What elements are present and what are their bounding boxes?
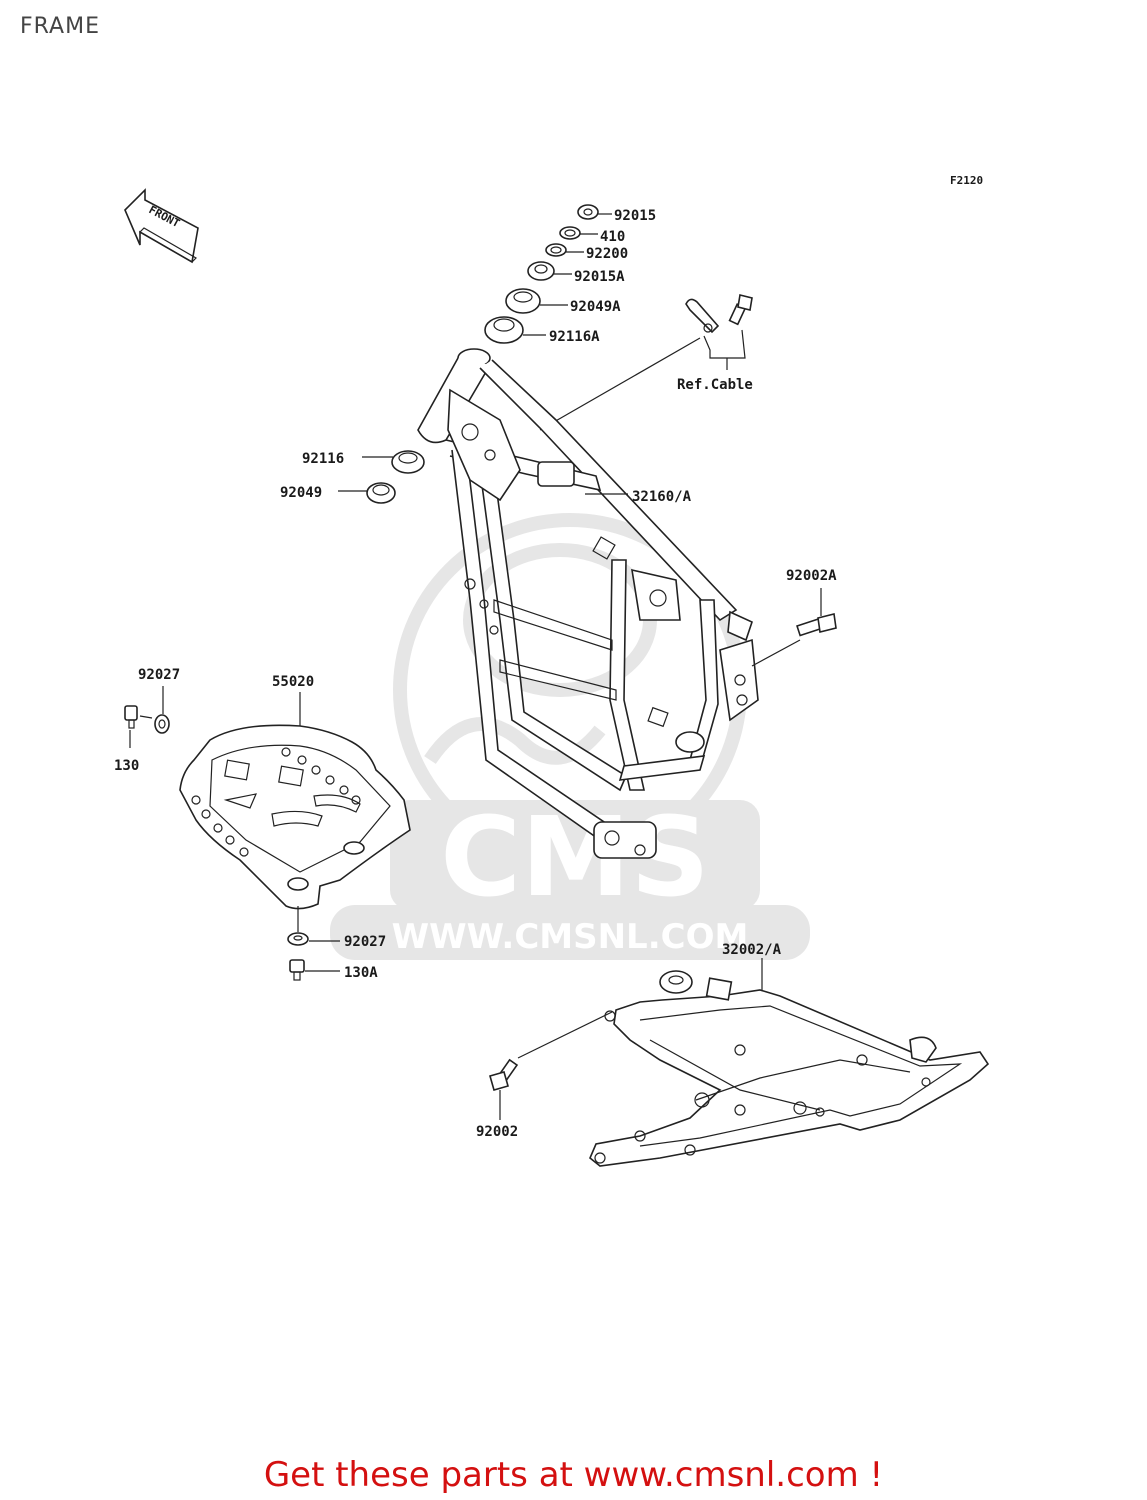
label-32002A: 32002/A [722,942,782,958]
skid-plate [179,724,411,910]
label-92027-top: 92027 [138,667,180,683]
label-92015A: 92015A [574,269,625,285]
bolt-130a-icon [287,906,340,981]
bolt-130-icon [124,686,170,748]
label-92027-bottom: 92027 [344,934,386,950]
steering-stack-parts [484,204,599,344]
rear-subframe [589,970,990,1167]
label-92002: 92002 [476,1124,518,1140]
cms-watermark: CMS WWW.CMSNL.COM [330,513,810,960]
label-92049A: 92049A [570,299,621,315]
cable-clamp-parts [685,294,753,370]
label-55020: 55020 [272,674,314,690]
watermark-url: WWW.CMSNL.COM [392,917,749,957]
label-410: 410 [600,229,625,245]
label-92002A: 92002A [786,568,837,584]
label-92200: 92200 [586,246,628,262]
label-32160A: 32160/A [632,489,692,505]
front-arrow-icon: FRONT [124,188,199,264]
frame-parts-diagram: CMS WWW.CMSNL.COM F2120 FRONT 92015 410 … [114,174,990,1167]
leader-ref-cable [539,337,701,431]
promo-link[interactable]: Get these parts at www.cmsnl.com ! [263,1455,884,1495]
label-92049: 92049 [280,485,322,501]
label-92116: 92116 [302,451,344,467]
label-ref-cable: Ref.Cable [677,377,753,393]
bolt-92002-icon [489,1011,613,1120]
bolt-92002a-icon [751,588,837,667]
label-92015: 92015 [614,208,656,224]
label-130A: 130A [344,965,378,981]
lower-bearing-parts [366,450,425,504]
label-130: 130 [114,758,139,774]
steering-stack-leaders [523,213,612,336]
main-frame [417,348,759,859]
page-title: FRAME [20,14,100,39]
diagram-code: F2120 [950,174,983,187]
label-92116A: 92116A [549,329,600,345]
